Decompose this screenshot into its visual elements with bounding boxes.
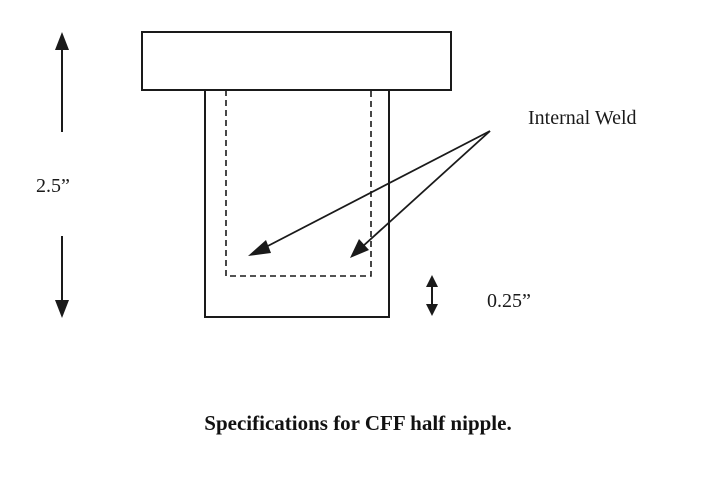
height-dimension-arrow — [55, 32, 69, 318]
internal-weld-callout: Internal Weld — [528, 107, 637, 129]
flange — [141, 31, 452, 91]
diagram-caption: Specifications for CFF half nipple. — [204, 411, 512, 435]
weld-thickness-arrow — [426, 275, 438, 316]
tube-body — [204, 90, 390, 318]
callout-leader-arrows — [248, 130, 491, 258]
height-dimension-label: 2.5” — [36, 175, 70, 197]
weld-thickness-label: 0.25” — [487, 290, 531, 312]
internal-weld-outline — [225, 90, 372, 277]
